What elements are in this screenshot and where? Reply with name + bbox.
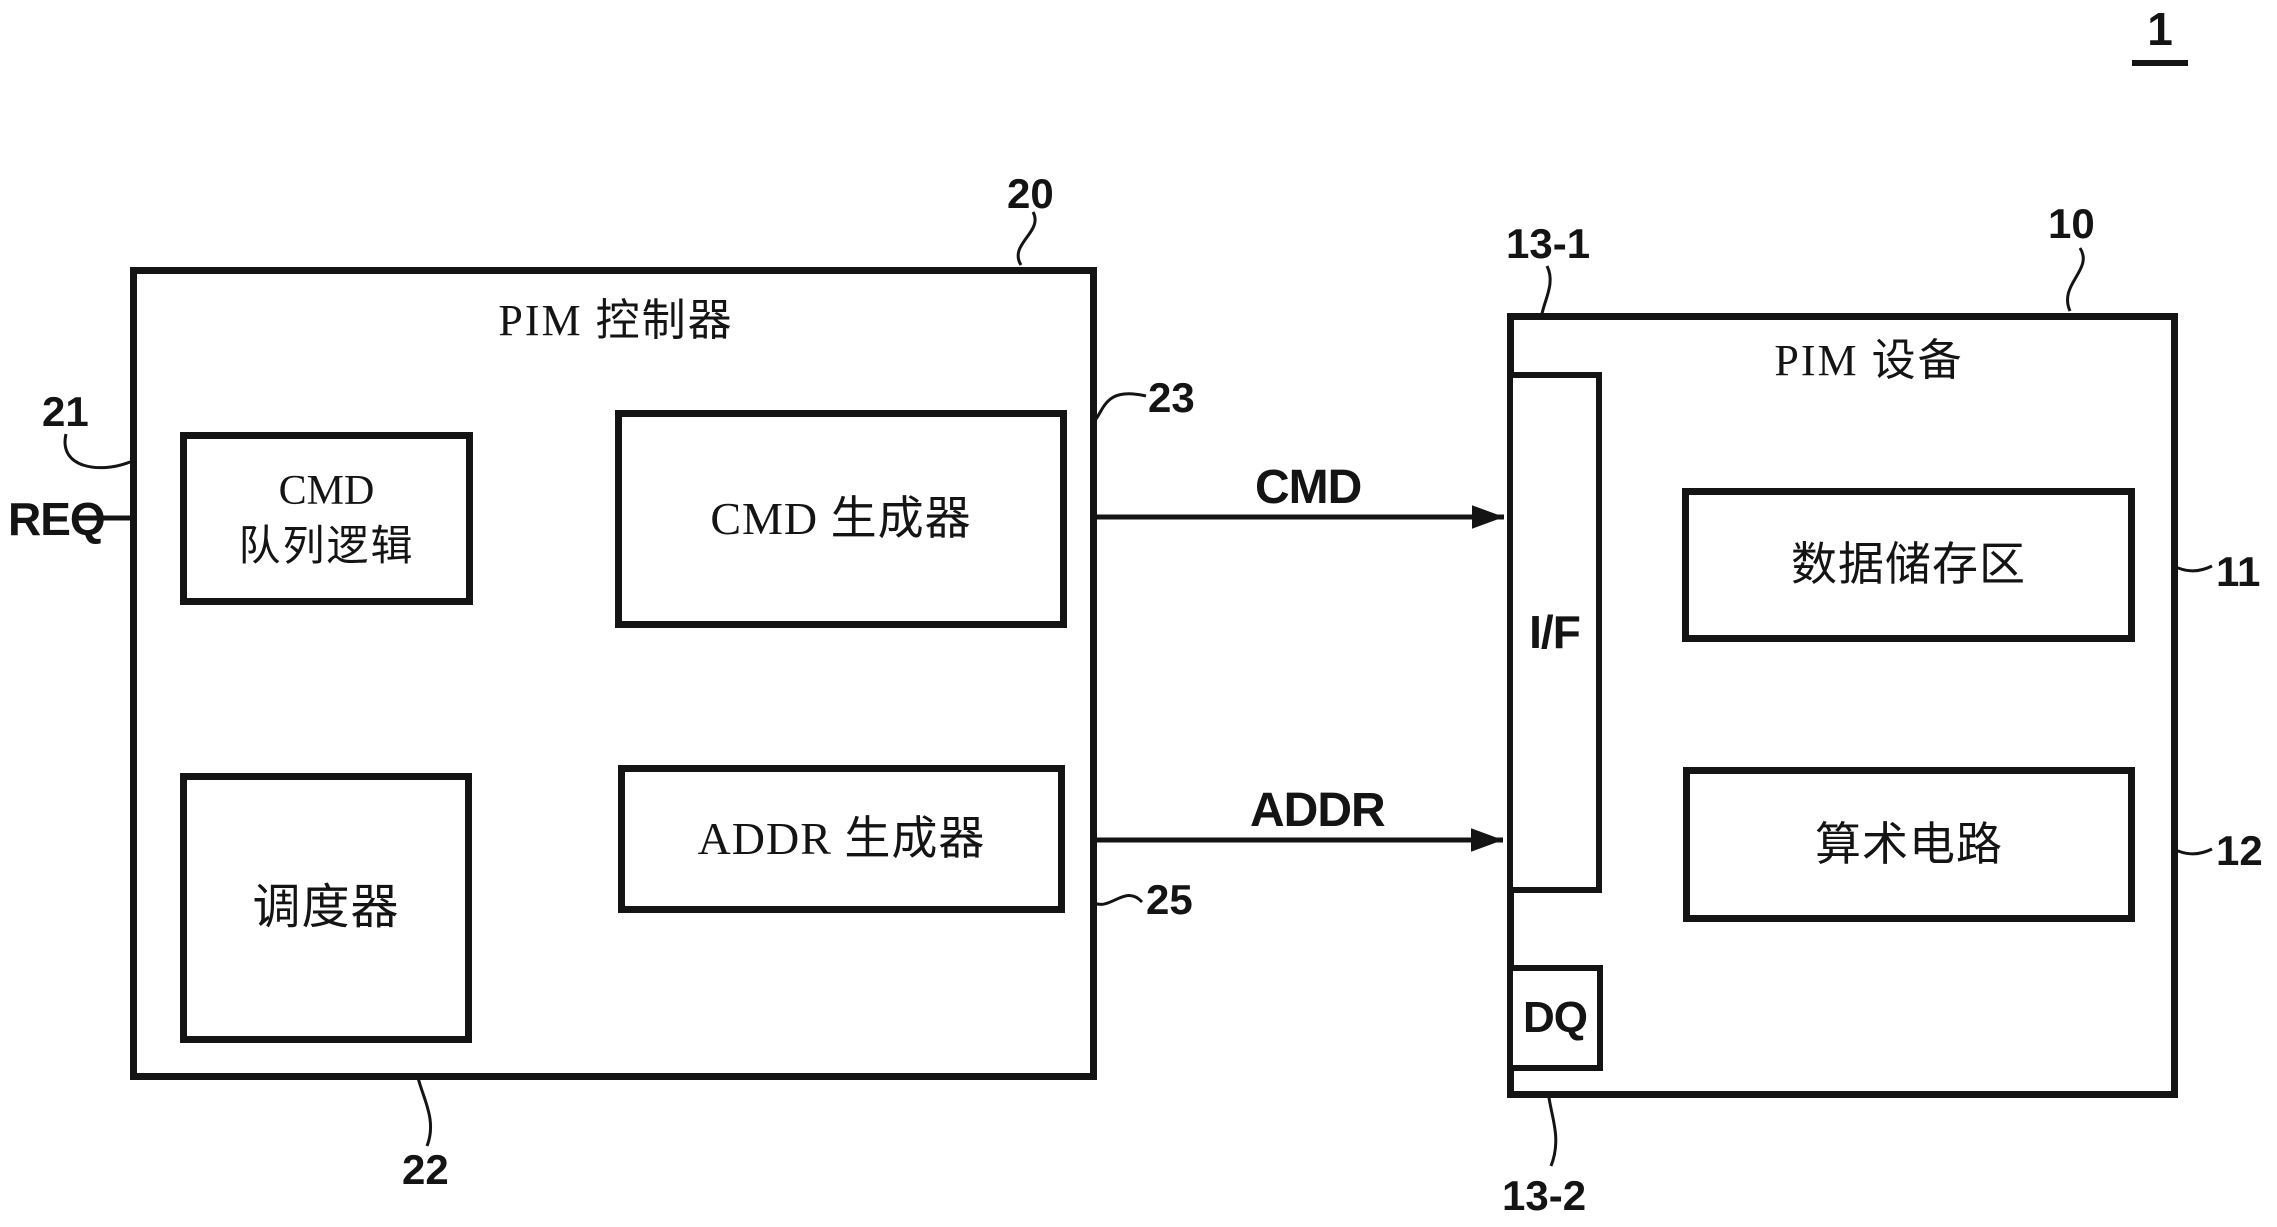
ref-13-2: 13-2 [1502,1172,1587,1219]
figure-number: 1 [2132,2,2188,66]
pim-device-box [1507,313,2178,1098]
pim-device-title: PIM 设备 [1774,336,1964,385]
ref-25: 25 [1146,876,1193,923]
ref-22: 22 [402,1146,449,1193]
ref-13-1: 13-1 [1506,220,1591,267]
data-storage-box: 数据储存区 [1682,488,2135,642]
ref-10-leader [2066,247,2085,312]
addr-generator-label: ADDR 生成器 [697,813,986,865]
ref-23: 23 [1148,374,1195,421]
interface-box: I/F [1507,372,1602,893]
arithmetic-circuit-label: 算术电路 [1815,818,2003,870]
cmd-queue-label-line2: 队列逻辑 [238,523,415,570]
addr-signal-label: ADDR [1250,784,1386,837]
ref-12: 12 [2216,827,2263,874]
cmd-queue-logic-box: CMD 队列逻辑 [180,432,473,605]
cmd-signal-label: CMD [1255,461,1362,514]
dq-box: DQ [1507,965,1603,1071]
scheduler-box: 调度器 [180,773,472,1043]
interface-label: I/F [1529,605,1581,658]
scheduler-label: 调度器 [252,881,400,935]
cmd-generator-label: CMD 生成器 [710,493,972,545]
req-signal-label: REQ [8,493,106,545]
dq-label: DQ [1523,992,1588,1042]
ref-21: 21 [42,388,89,435]
ref-11: 11 [2216,548,2261,595]
ref-20-leader [1016,211,1037,266]
data-storage-label: 数据储存区 [1791,539,2026,591]
pim-controller-title: PIM 控制器 [498,296,734,345]
addr-generator-box: ADDR 生成器 [618,765,1065,913]
cmd-queue-logic-label: CMD 队列逻辑 [238,463,414,575]
cmd-generator-box: CMD 生成器 [615,410,1067,628]
cmd-queue-label-line1: CMD [278,467,375,514]
arithmetic-circuit-box: 算术电路 [1683,767,2135,922]
ref-20: 20 [1007,170,1054,217]
ref-10: 10 [2048,200,2095,247]
